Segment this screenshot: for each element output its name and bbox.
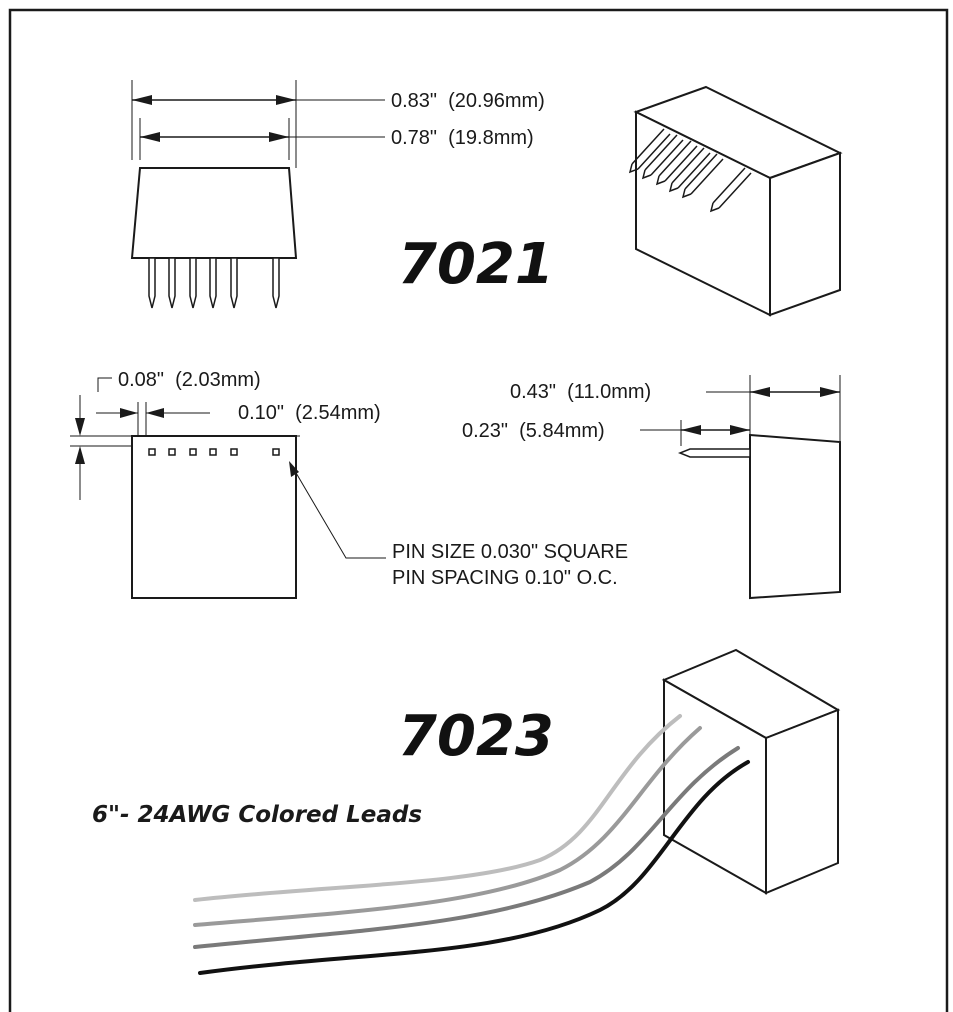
isometric-view-7023: [661, 648, 841, 895]
iso-pin-tip: [681, 188, 692, 199]
iso-pin-tip: [668, 182, 679, 193]
leads-label: 6"- 24AWG Colored Leads: [92, 802, 422, 828]
dim-label-inner-width: 0.78" (19.8mm): [391, 127, 534, 149]
colored-leads: [193, 714, 750, 975]
module-body-bottom: [131, 435, 297, 599]
side-view-7021: 0.43" (11.0mm) 0.23" (5.84mm): [462, 375, 841, 600]
iso-pin-tip: [709, 202, 720, 213]
iso-pin: [644, 134, 678, 171]
pin-row-front: [148, 257, 280, 309]
iso-pin: [650, 139, 684, 176]
arrow-head: [75, 446, 85, 464]
iso-pin: [718, 172, 752, 209]
isometric-view-7021: [628, 85, 843, 317]
arrow-head: [140, 132, 160, 142]
iso-pin-tip: [628, 163, 639, 174]
pin: [272, 257, 280, 309]
lead-wire: [198, 760, 750, 975]
model-number-7021: 7021: [398, 232, 554, 297]
pin-square: [189, 448, 197, 456]
iso-pin: [690, 158, 724, 195]
iso-pin: [684, 153, 718, 190]
pin: [189, 257, 197, 309]
front-view-7021: 0.83" (20.96mm) 0.78" (19.8mm): [130, 80, 545, 309]
arrow-head: [681, 425, 701, 435]
pin-note-spacing: PIN SPACING 0.10" O.C.: [392, 567, 618, 589]
iso-pin: [658, 140, 692, 177]
lead-wire: [193, 726, 702, 927]
iso-pin: [671, 147, 705, 184]
module-body-side: [749, 433, 841, 600]
lead-wire: [193, 746, 740, 949]
arrow-head: [276, 95, 296, 105]
pin-square: [209, 448, 217, 456]
dim-label-pin-length: 0.23" (5.84mm): [462, 420, 605, 442]
bottom-view-7021: 0.08" (2.03mm) 0.10" (2.54mm) PIN SIZE 0…: [70, 369, 628, 599]
iso-right-face-7023: [765, 708, 839, 895]
pin: [230, 257, 238, 309]
lead-wire: [193, 714, 682, 902]
leader-pin-offset: [97, 377, 112, 392]
arrow-head: [75, 418, 85, 436]
side-pin: [677, 448, 751, 458]
pin-note-size: PIN SIZE 0.030" SQUARE: [392, 541, 628, 563]
frame-border: [8, 8, 949, 1012]
pin: [148, 257, 156, 309]
pin: [209, 257, 217, 309]
iso-pin: [712, 167, 746, 204]
model-number-7023: 7023: [398, 704, 554, 769]
arrow-head: [120, 408, 138, 418]
iso-pin: [637, 133, 671, 170]
arrow-head: [269, 132, 289, 142]
pin-square: [272, 448, 280, 456]
iso-pins: [628, 128, 752, 213]
module-body-front: [130, 167, 298, 259]
dim-label-pin-offset: 0.08" (2.03mm): [118, 369, 261, 391]
iso-pin: [631, 128, 665, 165]
pin-square: [148, 448, 156, 456]
pin-squares: [148, 448, 280, 456]
iso-pin-tip: [641, 169, 652, 180]
dim-label-depth: 0.43" (11.0mm): [510, 381, 651, 403]
dim-label-outer-width: 0.83" (20.96mm): [391, 90, 545, 112]
pin: [168, 257, 176, 309]
arrow-head: [750, 387, 770, 397]
arrow-head: [730, 425, 750, 435]
pin-square: [168, 448, 176, 456]
arrow-head: [820, 387, 840, 397]
iso-pin-tip: [655, 175, 666, 186]
pin-square: [230, 448, 238, 456]
dim-label-pin-pitch: 0.10" (2.54mm): [238, 402, 381, 424]
iso-right-face: [769, 151, 841, 317]
arrow-head: [146, 408, 164, 418]
iso-pin: [677, 152, 711, 189]
pin-callout-leader: [291, 465, 386, 559]
iso-pin: [664, 145, 698, 182]
arrow-head: [289, 461, 299, 477]
arrow-head: [132, 95, 152, 105]
